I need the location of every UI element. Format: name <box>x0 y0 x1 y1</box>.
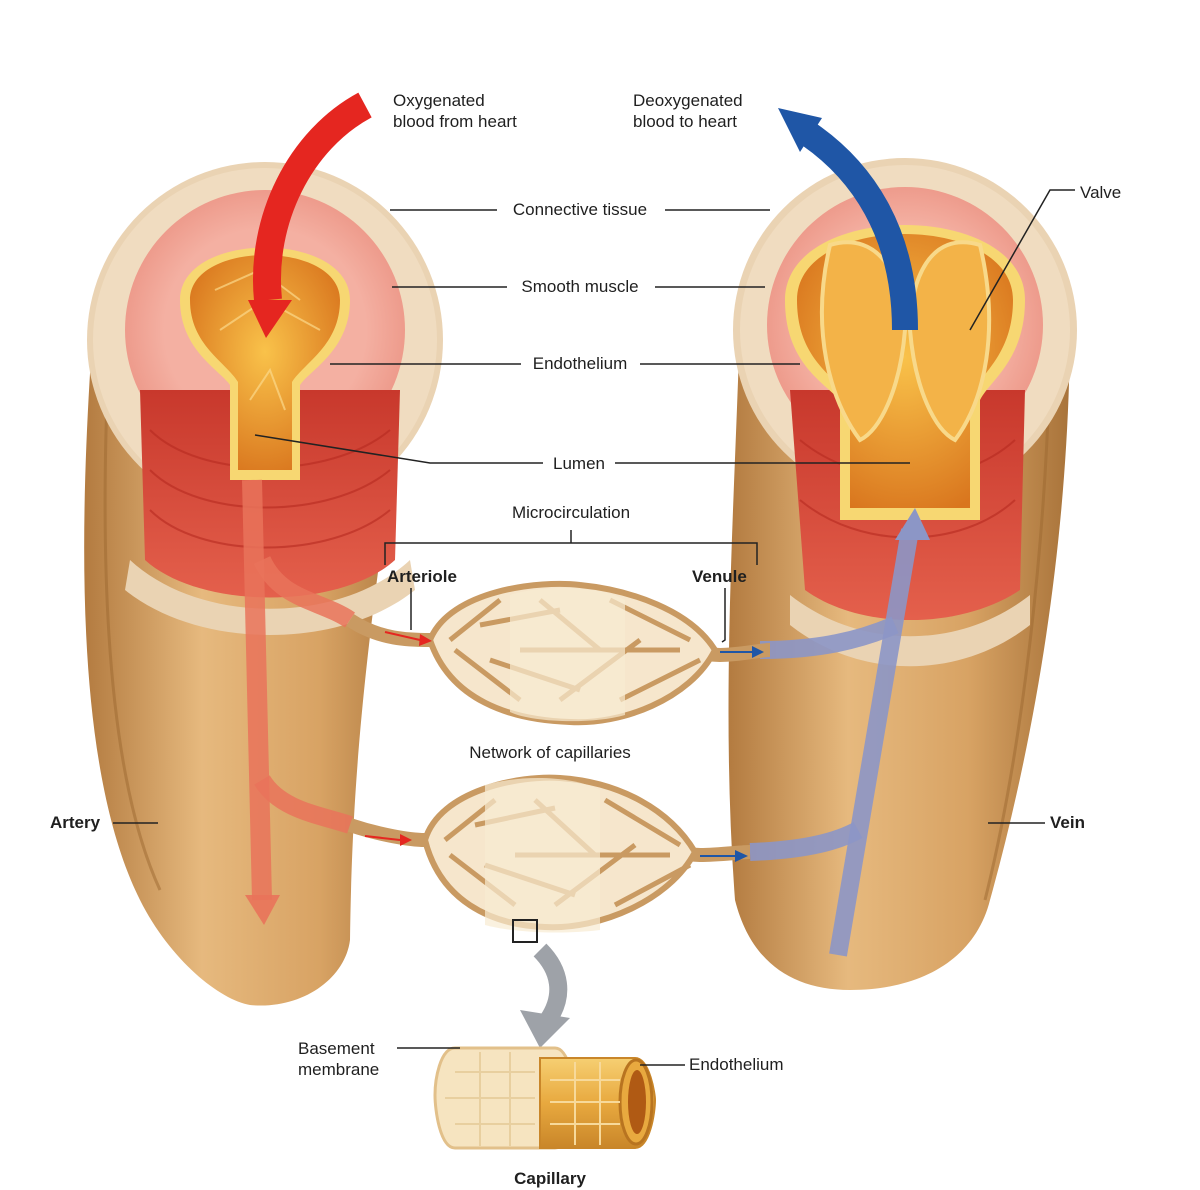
venule-flow-arrows <box>700 646 764 862</box>
basement-label-line2: membrane <box>298 1060 380 1079</box>
connective-tissue-label: Connective tissue <box>509 199 651 220</box>
oxygenated-label-line1: Oxygenated <box>393 91 485 110</box>
endothelium-vessel-label: Endothelium <box>529 353 631 374</box>
artery-flow-arrow <box>242 479 355 925</box>
capillary-illustration <box>433 1046 657 1150</box>
deoxygenated-label-line1: Deoxygenated <box>633 91 743 110</box>
network-of-capillaries-label: Network of capillaries <box>469 743 631 762</box>
valve-label: Valve <box>1080 183 1122 202</box>
oxygenated-blood-label: Oxygenated blood from heart <box>393 90 517 132</box>
microcirculation-label: Microcirculation <box>511 503 631 522</box>
vein-cross-section <box>733 158 1077 667</box>
oxygenated-label-line2: blood from heart <box>393 112 517 131</box>
arteriole-label: Arteriole <box>387 567 457 586</box>
vein-flow-arrow <box>749 508 930 957</box>
venule-label: Venule <box>692 567 747 586</box>
basement-label-line1: Basement <box>298 1039 375 1058</box>
deoxygenated-label-line2: blood to heart <box>633 112 737 131</box>
capillary-network-lower <box>347 774 751 933</box>
basement-membrane-label: Basement membrane <box>298 1038 379 1080</box>
capillary-detail-box <box>512 919 570 1048</box>
deoxygenated-blood-label: Deoxygenated blood to heart <box>633 90 743 132</box>
capillary-network-upper <box>346 580 771 726</box>
deoxygenated-blood-arrow <box>778 108 918 331</box>
capillary-label: Capillary <box>514 1169 586 1188</box>
oxygenated-blood-arrow <box>248 92 372 338</box>
vein-label: Vein <box>1050 813 1085 832</box>
smooth-muscle-label: Smooth muscle <box>518 276 642 297</box>
arteriole-flow-arrows <box>364 631 432 846</box>
leader-lines <box>113 189 1075 1066</box>
artery-label: Artery <box>50 813 101 832</box>
endothelium-capillary-label: Endothelium <box>689 1055 784 1074</box>
lumen-label: Lumen <box>550 453 608 474</box>
